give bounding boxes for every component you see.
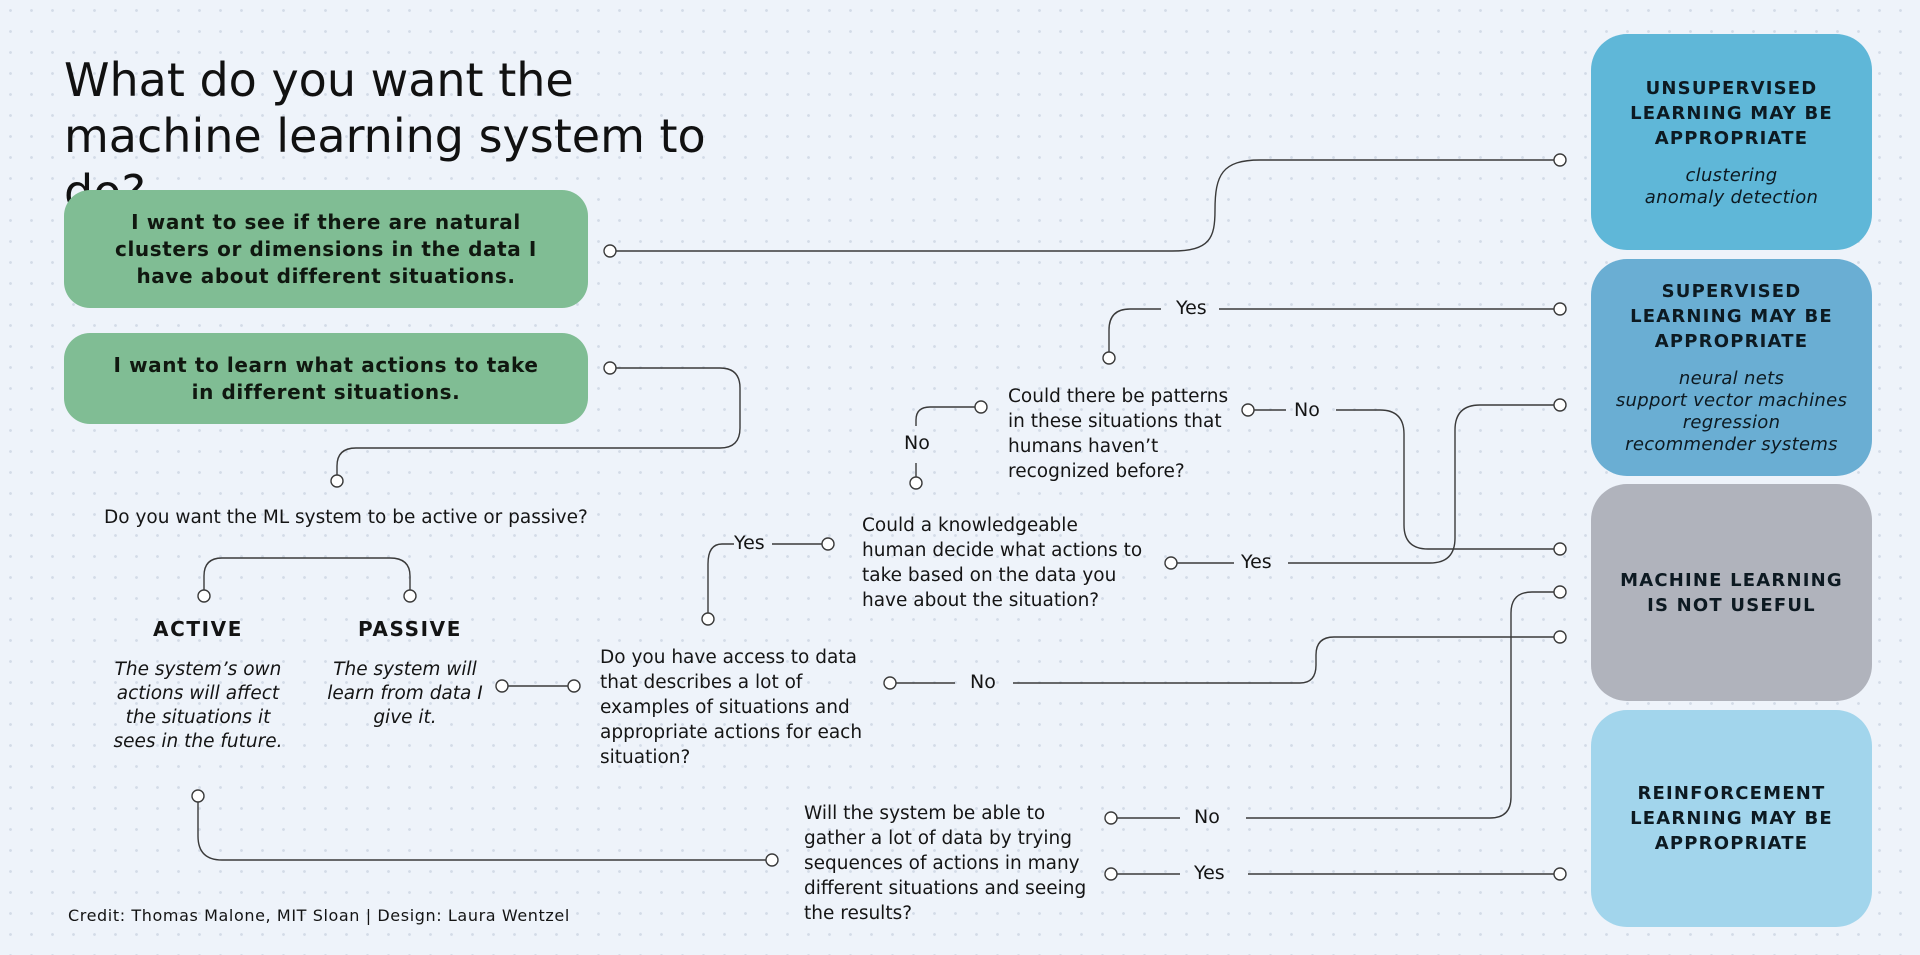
outcome-not-useful-title: MACHINE LEARNING IS NOT USEFUL xyxy=(1620,569,1843,616)
outcome-supervised: SUPERVISED LEARNING MAY BE APPROPRIATE n… xyxy=(1591,259,1872,476)
label-access-no: No xyxy=(970,671,996,693)
label-access-yes: Yes xyxy=(734,532,765,554)
outcome-unsupervised-title: UNSUPERVISED LEARNING MAY BE APPROPRIATE xyxy=(1630,77,1833,149)
connector-nodes xyxy=(191,153,1567,881)
connector-human-no-2 xyxy=(915,406,981,426)
connector-clusters-unsupervised xyxy=(610,159,1560,252)
example-item: neural nets xyxy=(1678,368,1785,389)
label-human-no: No xyxy=(904,432,930,454)
label-gather-yes: Yes xyxy=(1194,862,1225,884)
question-access-data: Do you have access to data that describe… xyxy=(600,647,863,768)
connector-actions-question xyxy=(336,367,741,481)
choice-clusters: I want to see if there are natural clust… xyxy=(64,190,588,308)
outcome-not-useful: MACHINE LEARNING IS NOT USEFUL xyxy=(1591,484,1872,701)
label-human-yes: Yes xyxy=(1241,551,1272,573)
outcome-unsupervised-examples: clustering anomaly detection xyxy=(1645,165,1819,209)
page-title: What do you want the machine learning sy… xyxy=(64,53,706,219)
example-item: clustering xyxy=(1685,164,1778,186)
outcome-unsupervised: UNSUPERVISED LEARNING MAY BE APPROPRIATE… xyxy=(1591,34,1872,250)
outcome-reinforcement: REINFORCEMENT LEARNING MAY BE APPROPRIAT… xyxy=(1591,710,1872,927)
outcome-supervised-examples: neural nets support vector machines regr… xyxy=(1616,368,1847,456)
question-active-passive: Do you want the ML system to be active o… xyxy=(104,507,588,528)
label-patterns-no: No xyxy=(1294,399,1320,421)
connector-access-no-2 xyxy=(1013,636,1560,684)
label-patterns-yes: Yes xyxy=(1176,297,1207,319)
choice-actions: I want to learn what actions to take in … xyxy=(64,333,588,424)
connector-gather-no-2 xyxy=(1246,591,1560,819)
mode-passive-label: PASSIVE xyxy=(358,617,462,641)
example-item: anomaly detection xyxy=(1644,186,1819,208)
credit-line: Credit: Thomas Malone, MIT Sloan | Desig… xyxy=(68,906,570,925)
example-item: recommender systems xyxy=(1625,434,1838,455)
example-item: support vector machines xyxy=(1615,390,1848,411)
question-gather-data: Will the system be able to gather a lot … xyxy=(804,803,1087,924)
question-human-decide: Could a knowledgeable human decide what … xyxy=(862,515,1143,611)
question-patterns: Could there be patterns in these situati… xyxy=(1008,386,1229,482)
mode-active-description: The system’s own actions will affect the… xyxy=(113,659,283,752)
label-gather-no: No xyxy=(1194,806,1220,828)
connector-human-yes-2 xyxy=(1288,404,1560,564)
mode-active-label: ACTIVE xyxy=(153,617,243,641)
connector-access-yes xyxy=(707,543,734,619)
connector-active-gather xyxy=(197,796,772,861)
mode-passive-description: The system will learn from data I give i… xyxy=(327,659,483,728)
connector-active-passive-bracket xyxy=(203,557,411,596)
connector-patterns-no-2 xyxy=(1336,409,1560,550)
outcome-reinforcement-title: REINFORCEMENT LEARNING MAY BE APPROPRIAT… xyxy=(1630,783,1833,854)
example-item: regression xyxy=(1682,412,1781,433)
connector-patterns-yes xyxy=(1108,308,1161,358)
outcome-supervised-title: SUPERVISED LEARNING MAY BE APPROPRIATE xyxy=(1630,281,1833,352)
